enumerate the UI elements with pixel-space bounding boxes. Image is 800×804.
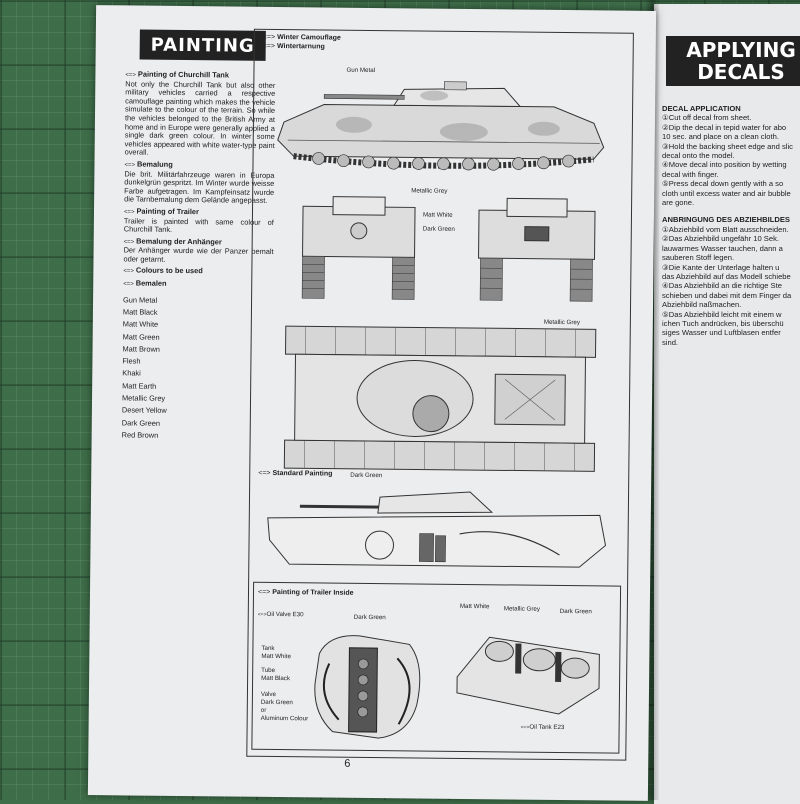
decal-de-steps: ①Abziehbild vom Blatt ausschneiden.②Das … bbox=[662, 225, 800, 347]
page-number: 6 bbox=[344, 758, 350, 770]
decal-step-line: ②Dip the decal in tepid water for abo bbox=[662, 123, 800, 132]
label-tank-colour: Matt White bbox=[261, 653, 291, 660]
label-gun-metal: Gun Metal bbox=[346, 67, 375, 74]
label-dark-green: Dark Green bbox=[423, 226, 455, 233]
decal-instructions: DECAL APPLICATION ①Cut off decal from sh… bbox=[662, 96, 800, 347]
decal-step-line: ③Hold the backing sheet edge and slic bbox=[662, 142, 800, 151]
winter-tank-front-view bbox=[466, 196, 607, 307]
tank-top-view bbox=[264, 322, 616, 476]
diagram-frame: <=>Winter Camouflage <=>Wintertarnung Gu… bbox=[246, 29, 634, 761]
decal-step-line: 10 sec. and place on a clean cloth. bbox=[662, 132, 800, 141]
label-tube: Tube bbox=[261, 667, 275, 674]
decal-step-line: Abziehbild naßmachen. bbox=[662, 300, 800, 309]
decal-step-line: ④Das Abziehbild an die richtige Ste bbox=[662, 281, 800, 290]
label-tank2-metallic-grey: Metallic Grey bbox=[504, 605, 540, 612]
decal-step-line: decal onto the model. bbox=[662, 151, 800, 160]
trailer-inside-title: <=>Painting of Trailer Inside bbox=[258, 589, 354, 597]
decals-title: APPLYING DECALS bbox=[666, 36, 800, 86]
decal-step-line: sind. bbox=[662, 338, 800, 347]
label-matt-white: Matt White bbox=[423, 212, 453, 219]
winter-title-de-text: Wintertarnung bbox=[277, 43, 325, 50]
left-page: PAINTING Painting of Churchill Tank Not … bbox=[88, 5, 656, 801]
decal-step-line: ichen Tuch andrücken, bis überschü bbox=[662, 319, 800, 328]
decal-step-line: ④Move decal into position by wetting bbox=[662, 160, 800, 169]
winter-title-text: Winter Camouflage bbox=[277, 34, 341, 42]
label-oil-valve: <=>Oil Valve E30 bbox=[258, 611, 304, 618]
decal-step-line: lauwarmes Wasser tauchen, dann a bbox=[662, 244, 800, 253]
label-valve-colour2: Aluminum Colour bbox=[261, 715, 309, 722]
decal-step-line: ①Abziehbild vom Blatt ausschneiden. bbox=[662, 225, 800, 234]
decal-de-heading: ANBRINGUNG DES ABZIEHBILDES bbox=[662, 215, 800, 224]
label-valve-or: or bbox=[261, 707, 267, 714]
oil-tank-illustration bbox=[449, 617, 610, 719]
decal-step-line: das Abziehbild auf das Modell schiebe bbox=[662, 272, 800, 281]
label-metallic-grey: Metallic Grey bbox=[411, 187, 447, 194]
decal-step-line: ②Das Abziehbild ungefähr 10 Sek. bbox=[662, 234, 800, 243]
right-page: APPLYING DECALS DECAL APPLICATION ①Cut o… bbox=[654, 4, 800, 804]
label-tank2-matt-white: Matt White bbox=[460, 603, 490, 610]
label-valve-colour1: Dark Green bbox=[261, 699, 293, 706]
oil-valve-illustration bbox=[308, 623, 429, 744]
winter-title: <=>Winter Camouflage bbox=[263, 34, 341, 42]
decal-en-heading: DECAL APPLICATION bbox=[662, 104, 800, 113]
label-tube-colour: Matt Black bbox=[261, 675, 290, 682]
decal-step-line: are gone. bbox=[662, 198, 800, 207]
decal-step-line: ①Cut off decal from sheet. bbox=[662, 113, 800, 122]
label-dark-green-2: Dark Green bbox=[350, 472, 382, 479]
label-oil-tank-text: Oil Tank E23 bbox=[529, 724, 564, 731]
standard-title-text: Standard Painting bbox=[272, 470, 332, 478]
label-oil-tank: <=>Oil Tank E23 bbox=[521, 724, 565, 731]
decals-title-line2: DECALS bbox=[697, 61, 785, 83]
decal-step-line: decal with finger. bbox=[662, 170, 800, 179]
decal-step-line: sauberen Stoff legen. bbox=[662, 253, 800, 262]
label-valve: Valve bbox=[261, 691, 276, 698]
standard-title: <=>Standard Painting bbox=[258, 470, 332, 478]
winter-tank-rear-view bbox=[288, 194, 429, 305]
winter-tank-side-view bbox=[263, 74, 624, 188]
label-tank: Tank bbox=[261, 645, 274, 652]
decal-en-steps: ①Cut off decal from sheet.②Dip the decal… bbox=[662, 113, 800, 207]
trailer-inside-title-text: Painting of Trailer Inside bbox=[272, 589, 353, 597]
decal-step-line: siges Wasser und Luftblasen entfer bbox=[662, 328, 800, 337]
label-oil-valve-text: Oil Valve E30 bbox=[267, 611, 304, 618]
decals-title-line1: APPLYING bbox=[686, 39, 796, 61]
label-tank2-dark-green: Dark Green bbox=[560, 608, 592, 615]
painting-title: PAINTING bbox=[140, 30, 266, 61]
decal-step-line: cloth until excess water and air bubble bbox=[662, 189, 800, 198]
standard-tank-side-view bbox=[259, 482, 620, 586]
trailer-inside-panel: <=>Painting of Trailer Inside <=>Oil Val… bbox=[251, 582, 621, 754]
decal-step-line: schieben und dabei mit dem Finger da bbox=[662, 291, 800, 300]
winter-title-de: <=>Wintertarnung bbox=[263, 43, 325, 51]
decal-step-line: ⑤Das Abziehbild leicht mit einem w bbox=[662, 310, 800, 319]
label-trailer-dark-green: Dark Green bbox=[354, 614, 386, 621]
decal-step-line: ③Die Kante der Unterlage halten u bbox=[662, 263, 800, 272]
decal-step-line: ⑤Press decal down gently with a so bbox=[662, 179, 800, 188]
